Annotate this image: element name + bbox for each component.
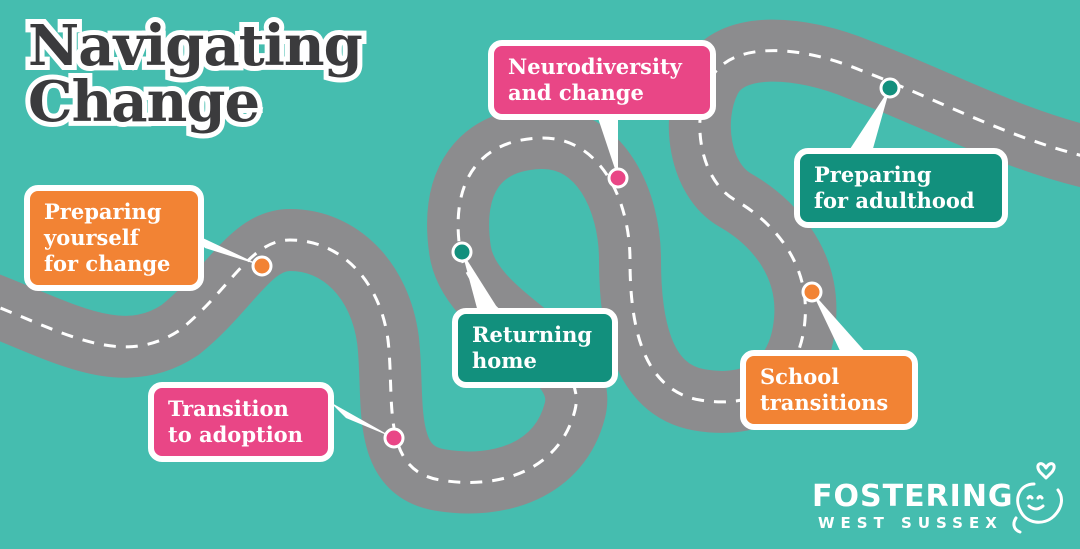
title-line-1: Navigating	[23, 13, 368, 79]
pointer-preparing-adulthood	[848, 88, 890, 152]
logo-main-text: FOSTERING	[812, 479, 1014, 514]
callout-school-transitions: School transitions	[740, 350, 918, 430]
stop-dot-school-transitions	[801, 281, 823, 303]
callout-returning-home: Returning home	[452, 308, 618, 388]
heart-face-icon	[1012, 462, 1063, 534]
page-title: Navigating Change	[23, 13, 368, 135]
stop-dot-preparing-adulthood	[879, 77, 901, 99]
stop-dot-neurodiversity	[607, 167, 629, 189]
callout-transition-to-adoption: Transition to adoption	[148, 382, 334, 462]
stop-dot-returning-home	[451, 241, 473, 263]
callout-neurodiversity-and-change: Neurodiversity and change	[488, 40, 716, 120]
title-line-2: Change	[23, 69, 265, 135]
pointer-preparing-yourself	[190, 232, 262, 266]
callout-preparing-yourself: Preparing yourself for change	[24, 185, 204, 291]
pointer-school-transitions	[812, 292, 868, 355]
stop-dot-preparing-yourself	[251, 255, 273, 277]
logo-sub-text: WEST SUSSEX	[818, 514, 1003, 532]
pointer-neurodiversity	[598, 118, 618, 178]
stop-dot-transition-adoption	[383, 427, 405, 449]
callout-preparing-for-adulthood: Preparing for adulthood	[794, 148, 1008, 228]
pointer-transition-adoption	[330, 402, 394, 438]
pointer-returning-home	[462, 252, 500, 312]
fostering-west-sussex-logo: FOSTERING WEST SUSSEX	[812, 479, 1014, 533]
